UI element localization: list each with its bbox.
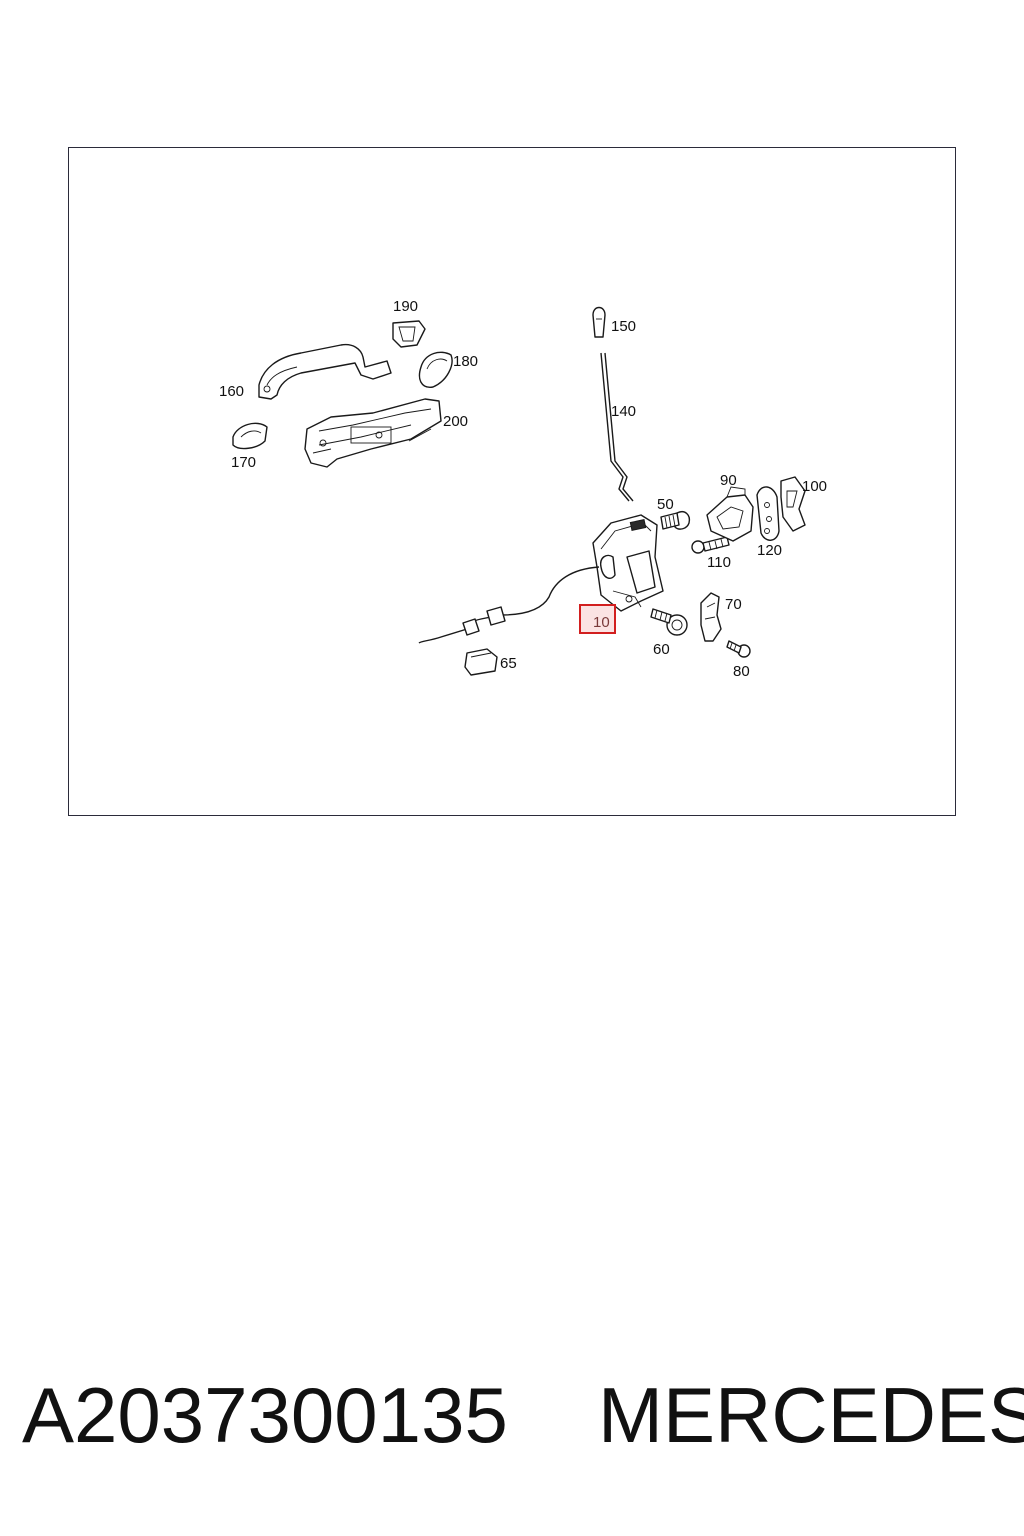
- part-90-striker: [706, 486, 754, 542]
- callout-200: 200: [443, 413, 468, 430]
- callout-90: 90: [720, 472, 737, 489]
- part-100-bracket: [780, 476, 806, 532]
- actuating-cable: [418, 566, 600, 644]
- callout-labels: 190 180 160 200 170 150 140 90 100 50 11…: [219, 298, 827, 680]
- callout-10: 10: [593, 614, 610, 631]
- callout-70: 70: [725, 596, 742, 613]
- callout-100: 100: [802, 478, 827, 495]
- brand-text: MERCEDES: [598, 1371, 1024, 1459]
- part-70-bracket: [700, 592, 722, 642]
- callout-65: 65: [500, 655, 517, 672]
- part-160-outer-handle: [258, 343, 392, 400]
- callout-190: 190: [393, 298, 418, 315]
- part-190-cap: [392, 320, 426, 348]
- callout-80: 80: [733, 663, 750, 680]
- part-number-text: A2037300135: [22, 1371, 508, 1459]
- part-60-bolt: [650, 608, 688, 636]
- part-140-rod: [600, 352, 634, 502]
- callout-120: 120: [757, 542, 782, 559]
- callout-140: 140: [611, 403, 636, 420]
- part-110-screw: [691, 536, 730, 554]
- callout-180: 180: [453, 353, 478, 370]
- callout-150: 150: [611, 318, 636, 335]
- part-65-clip: [464, 648, 498, 676]
- callout-60: 60: [653, 641, 670, 658]
- callout-110: 110: [707, 554, 731, 571]
- part-caption: A2037300135 MERCEDES: [0, 1370, 1024, 1470]
- diagram-canvas: 190 180 160 200 170 150 140 90 100 50 11…: [219, 298, 827, 680]
- callout-50: 50: [657, 496, 674, 513]
- part-150-rod-knob: [592, 306, 606, 338]
- part-80-screw: [726, 640, 751, 658]
- part-120-plate: [756, 486, 780, 541]
- callout-10-highlight-box: [579, 604, 616, 634]
- exploded-parts-diagram: 190 180 160 200 170 150 140 90 100 50 11…: [68, 147, 956, 816]
- part-50-screw: [660, 511, 691, 530]
- part-180-cover: [418, 351, 453, 388]
- part-170-cover: [232, 422, 268, 450]
- part-10-door-lock: [592, 514, 664, 612]
- callout-160: 160: [219, 383, 244, 400]
- part-200-handle-carrier: [304, 398, 442, 468]
- callout-170: 170: [231, 454, 256, 471]
